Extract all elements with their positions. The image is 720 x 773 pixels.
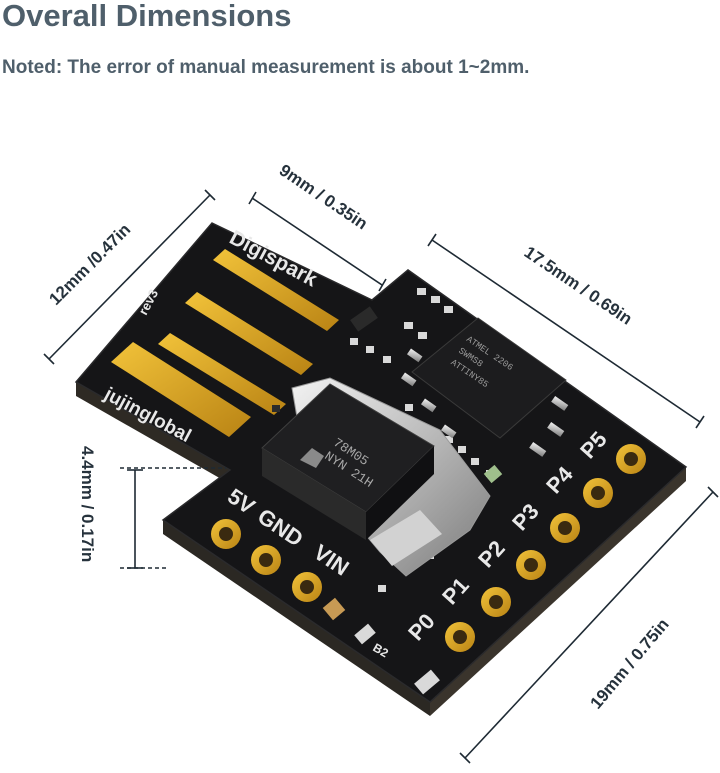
dimension-top-connector: 9mm / 0.35in <box>276 161 371 234</box>
dimension-width-left: 12mm /0.47in <box>45 220 134 309</box>
voltage-regulator: 78M05 NYN 21H <box>261 377 491 577</box>
pin-holes <box>211 444 646 652</box>
usb-contacts <box>111 249 339 437</box>
dimension-lines <box>43 189 719 764</box>
page-title: Overall Dimensions <box>2 0 292 33</box>
dimension-width-bottom: 19mm / 0.75in <box>587 615 673 713</box>
mcu-chip: ATMEL 2206 SWMS8 ATTINY85 <box>400 317 569 457</box>
measurement-note: Noted: The error of manual measurement i… <box>2 57 530 78</box>
power-pin-holes <box>211 519 322 602</box>
led-label: B2 <box>371 640 392 660</box>
io-pin-holes <box>445 444 646 652</box>
dimension-length-right: 17.5mm / 0.69in <box>521 243 636 329</box>
dimension-thickness: 4.4mm / 0.17in <box>78 446 97 562</box>
led-indicators <box>322 464 503 621</box>
